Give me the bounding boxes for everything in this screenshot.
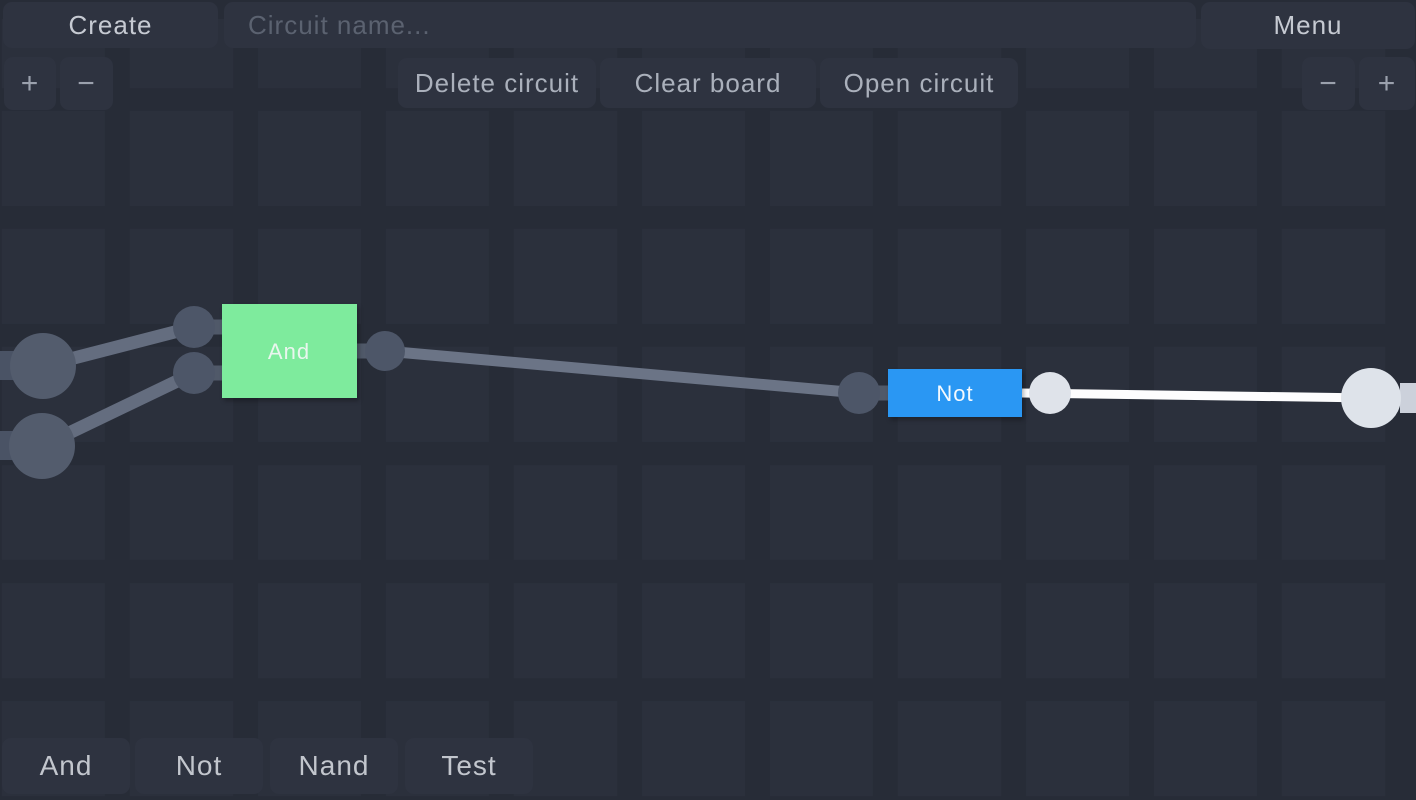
and-gate-body[interactable]	[222, 304, 357, 398]
not-gate[interactable]: Not	[888, 369, 1022, 417]
and-input-pin-2[interactable]	[173, 352, 215, 394]
clear-board-button[interactable]: Clear board	[600, 58, 816, 108]
input-switch-1[interactable]	[10, 333, 76, 399]
wire-and-to-not[interactable]	[384, 345, 860, 399]
zoom-out-button-right[interactable]: −	[1302, 57, 1355, 110]
not-gate-label: Not	[936, 381, 973, 406]
not-output-pin-active[interactable]	[1029, 372, 1071, 414]
delete-circuit-button[interactable]: Delete circuit	[398, 58, 596, 108]
circuit-name-input[interactable]	[224, 2, 1196, 48]
zoom-in-button-left[interactable]: +	[4, 57, 56, 110]
palette-item-and[interactable]: And	[2, 738, 130, 794]
wire-not-to-lamp-active[interactable]	[1021, 388, 1372, 403]
palette-item-not[interactable]: Not	[135, 738, 263, 794]
output-stub-right	[1400, 383, 1416, 413]
create-button[interactable]: Create	[3, 2, 218, 48]
palette-item-test[interactable]: Test	[405, 738, 533, 794]
not-input-pin[interactable]	[838, 372, 880, 414]
open-circuit-button[interactable]: Open circuit	[820, 58, 1018, 108]
and-input-pin-1[interactable]	[173, 306, 215, 348]
palette-item-nand[interactable]: Nand	[270, 738, 398, 794]
and-gate[interactable]: And	[222, 304, 357, 398]
output-lamp-node[interactable]	[1341, 368, 1401, 428]
input-switch-2[interactable]	[9, 413, 75, 479]
and-gate-label: And	[268, 339, 310, 364]
not-gate-body[interactable]	[888, 369, 1022, 417]
zoom-out-button-left[interactable]: −	[60, 57, 113, 110]
and-output-pin[interactable]	[365, 331, 405, 371]
zoom-in-button-right[interactable]: +	[1359, 57, 1415, 110]
menu-button[interactable]: Menu	[1201, 2, 1415, 49]
